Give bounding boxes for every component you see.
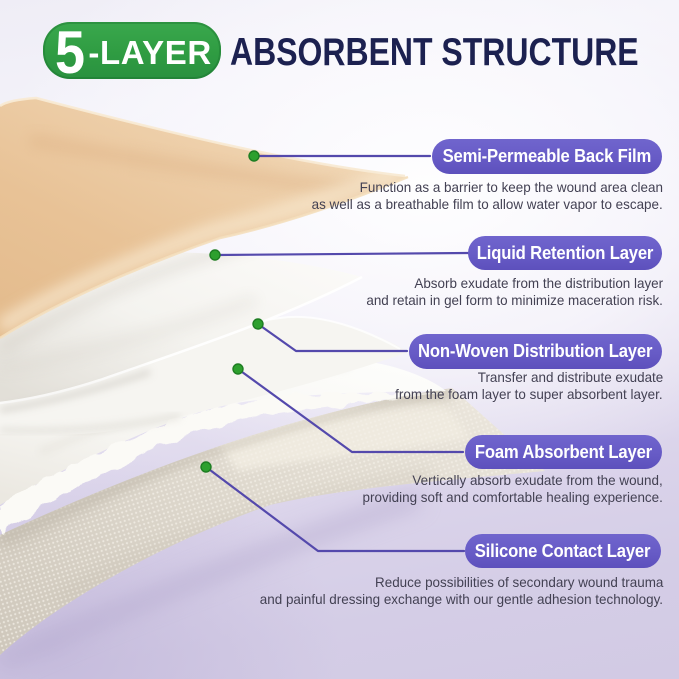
callout-pill-non-woven: Non-Woven Distribution Layer	[409, 333, 662, 369]
desc-line: Vertically absorb exudate from the wound…	[412, 472, 663, 488]
callout-desc-liquid-retention: Absorb exudate from the distribution lay…	[354, 275, 663, 309]
sheet-semi-permeable-back-film	[0, 96, 409, 340]
header: 5 -LAYER ABSORBENT STRUCTURE	[0, 0, 679, 100]
desc-line: Reduce possibilities of secondary wound …	[374, 574, 663, 590]
marker-dot-liquid-retention	[209, 249, 221, 261]
callout-label: Silicone Contact Layer	[475, 540, 651, 561]
back-film-shadow	[0, 251, 362, 354]
desc-line: providing soft and comfortable healing e…	[362, 489, 663, 505]
marker-dot-back-film	[248, 150, 260, 162]
marker-dot-silicone	[200, 461, 212, 473]
desc-line: Transfer and distribute exudate	[477, 369, 663, 385]
leader-line-non-woven	[256, 322, 409, 353]
callout-label: Liquid Retention Layer	[476, 242, 654, 263]
marker-dot-foam	[232, 363, 244, 375]
desc-line: as well as a breathable film to allow wa…	[311, 196, 663, 212]
layer-count-badge: 5 -LAYER	[43, 22, 221, 82]
callout-desc-back-film: Function as a barrier to keep the wound …	[297, 179, 663, 213]
leader-line-silicone	[204, 465, 466, 553]
callout-label: Non-Woven Distribution Layer	[418, 340, 653, 361]
callout-pill-foam: Foam Absorbent Layer	[465, 435, 662, 469]
badge-suffix: -LAYER	[88, 33, 212, 71]
callout-pill-liquid-retention: Liquid Retention Layer	[468, 236, 662, 270]
desc-line: Function as a barrier to keep the wound …	[359, 179, 663, 195]
stack-ground-shadow	[0, 489, 423, 671]
callout-desc-foam: Vertically absorb exudate from the wound…	[350, 472, 663, 506]
desc-line: and retain in gel form to minimize macer…	[366, 292, 663, 308]
callout-label: Semi-Permeable Back Film	[442, 145, 652, 166]
page-title: ABSORBENT STRUCTURE	[230, 31, 639, 74]
badge-number: 5	[55, 18, 86, 86]
callout-pill-back-film: Semi-Permeable Back Film	[432, 138, 662, 174]
leader-line-liquid-retention	[213, 251, 470, 257]
desc-line: and painful dressing exchange with our g…	[259, 591, 663, 607]
desc-line: from the foam layer to super absorbent l…	[395, 386, 663, 402]
leader-line-foam	[236, 367, 465, 454]
callout-label: Foam Absorbent Layer	[474, 441, 653, 462]
callout-pill-silicone: Silicone Contact Layer	[465, 534, 661, 568]
desc-line: Absorb exudate from the distribution lay…	[414, 275, 663, 291]
marker-dot-non-woven	[252, 318, 264, 330]
callout-desc-silicone: Reduce possibilities of secondary wound …	[243, 574, 663, 608]
callout-desc-non-woven: Transfer and distribute exudate from the…	[384, 369, 663, 403]
